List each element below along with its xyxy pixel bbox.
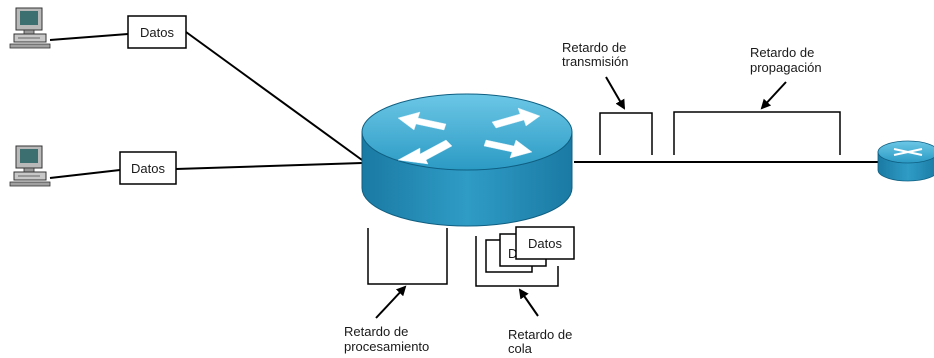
queue-label-line1: Retardo de bbox=[508, 327, 572, 342]
arrow-icon bbox=[375, 76, 787, 319]
delay-labels: Retardo de transmisión Retardo de propag… bbox=[344, 40, 822, 356]
queue-packet-label: Datos bbox=[528, 236, 562, 251]
svg-text:D: D bbox=[508, 246, 517, 261]
queue-label-line2: cola bbox=[508, 341, 533, 356]
link-packet-top-to-router bbox=[185, 31, 363, 161]
transmission-label-line2: transmisión bbox=[562, 54, 628, 69]
propagation-label-line2: propagación bbox=[750, 60, 822, 75]
packet-top: Datos bbox=[127, 15, 187, 49]
link-packet-bottom-to-router bbox=[175, 162, 363, 170]
computer-icon bbox=[9, 145, 51, 187]
router-icon bbox=[361, 93, 573, 227]
propagation-label-line1: Retardo de bbox=[750, 45, 814, 60]
delay-brackets bbox=[367, 111, 841, 287]
processing-label-line2: procesamiento bbox=[344, 339, 429, 354]
links bbox=[49, 31, 880, 179]
router-icon bbox=[877, 140, 934, 182]
processing-label-line1: Retardo de bbox=[344, 324, 408, 339]
link-pc-bottom-to-packet bbox=[49, 169, 121, 179]
packet-top-label: Datos bbox=[140, 25, 174, 40]
packet-bottom-label: Datos bbox=[131, 161, 165, 176]
propagation-bracket bbox=[673, 111, 841, 155]
packet-bottom: Datos bbox=[119, 151, 177, 185]
queue-bracket bbox=[475, 236, 559, 287]
packet-queue: D Datos bbox=[485, 226, 575, 273]
link-pc-top-to-packet bbox=[49, 33, 129, 41]
computer-icon bbox=[9, 7, 51, 49]
transmission-label-line1: Retardo de bbox=[562, 40, 626, 55]
transmission-bracket bbox=[599, 112, 653, 155]
processing-bracket bbox=[367, 228, 448, 285]
